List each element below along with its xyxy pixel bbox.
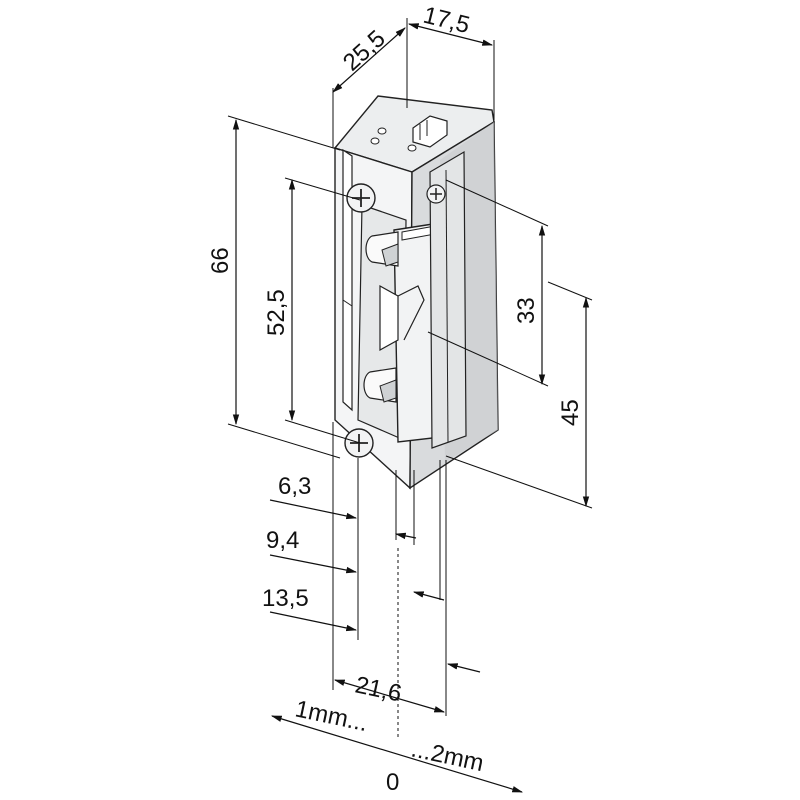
top-hole: [407, 144, 417, 152]
screw-right: [426, 184, 446, 204]
screw-top: [346, 183, 376, 213]
dimension-offset-c: 13,5: [262, 585, 309, 612]
adjustment-right-label: ...2mm: [409, 735, 486, 777]
top-hole: [370, 137, 380, 145]
dimension-latch-height: 33: [513, 297, 540, 324]
dimension-width-top: 17,5: [421, 2, 473, 40]
dimension-height-inner: 52,5: [263, 289, 290, 336]
dimension-lines: [227, 18, 593, 793]
dimension-latch-outer: 45: [557, 399, 584, 426]
strike-body: [333, 95, 499, 490]
adjustment-left-label: 1mm...: [293, 695, 370, 737]
dimension-offset-b: 9,4: [266, 527, 299, 554]
adjustment-zero-label: 0: [386, 769, 399, 796]
dimension-offset-a: 6,3: [278, 473, 311, 500]
dimension-height-total: 66: [207, 247, 234, 274]
top-hole: [377, 127, 387, 135]
latch-mechanism: [357, 150, 467, 449]
terminal-slot: [412, 115, 448, 148]
dimension-depth: 25,5: [338, 25, 391, 76]
dimension-faceplate-width: 21,6: [353, 671, 404, 707]
